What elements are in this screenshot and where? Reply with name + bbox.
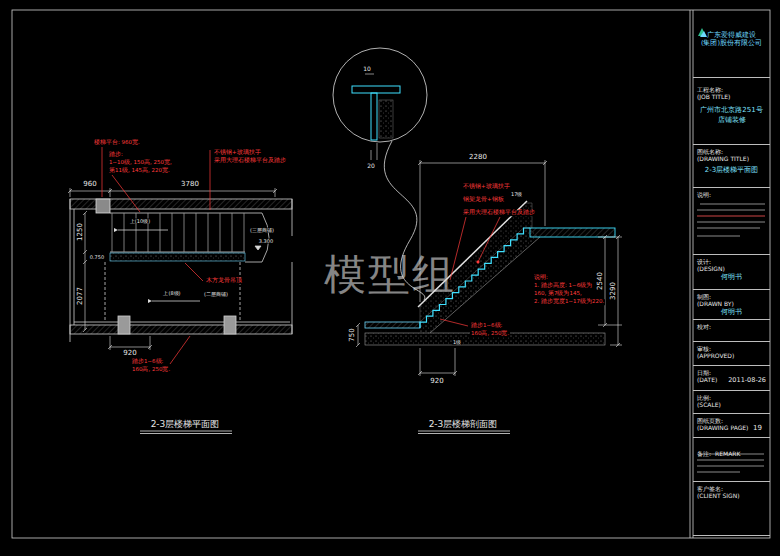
page-cell: 图纸页数:(DRAWING PAGE)19 xyxy=(693,414,770,438)
callout-note: 160, 第7级为145, xyxy=(533,291,583,297)
callout-note: 踏步: xyxy=(108,152,124,158)
callout-note: 踏步1~6级: xyxy=(131,359,164,365)
dimension: 20 xyxy=(366,163,376,169)
dimension: 2540 xyxy=(597,271,604,291)
dimension: 3780 xyxy=(180,181,200,188)
checked-cell: 校对: xyxy=(693,320,770,342)
callout-note: 采用大理石楼梯平台及踏步 xyxy=(213,158,287,164)
job-title-cell: 工程名称:(JOB TITLE) 广州市北京路251号 店铺装修 xyxy=(693,78,770,145)
field-label: 日期: xyxy=(697,369,766,376)
sheet-frame xyxy=(12,10,770,538)
date-cell: 日期:(DATE)2011-08-26 xyxy=(693,366,770,391)
field-value: 2011-08-26 xyxy=(728,377,766,385)
drawn-by-cell: 制图:(DRAWN BY)何明书 xyxy=(693,290,770,320)
fine-print xyxy=(697,204,765,472)
callout-note: 不锈钢+玻璃扶手 xyxy=(213,150,262,156)
dimension: 960 xyxy=(82,181,97,188)
dimension: 10 xyxy=(362,66,372,72)
dimension: 2077 xyxy=(77,286,84,306)
callout-note: 采用大理石楼梯平台及踏步 xyxy=(462,210,536,216)
field-label: 图纸名称: xyxy=(697,148,766,155)
title-underline xyxy=(140,431,510,434)
field-label: 说明: xyxy=(697,191,766,198)
drawing-title: 2-3层楼梯平面图 xyxy=(150,420,221,429)
field-label-en: (JOB TITLE) xyxy=(697,93,766,100)
room-label: (三层商铺) xyxy=(249,228,275,233)
field-label: 比例: xyxy=(697,394,766,401)
field-label-en: (CLIENT SIGN) xyxy=(697,492,766,499)
callout-note: 踏步1~6级: xyxy=(470,323,503,329)
level-mark: 0.750 xyxy=(89,255,105,260)
company-name: 广东爱得威建设 (集团)股份有限公司 xyxy=(697,31,766,48)
field-value: 何明书 xyxy=(697,308,766,316)
field-label: 设计: xyxy=(697,258,766,265)
client-sign-cell: 客户签名:(CLIENT SIGN) xyxy=(693,482,770,536)
dimension: 920 xyxy=(429,378,444,385)
field-label-en: REMARK xyxy=(715,450,740,457)
callout-note: 160高, 250宽. xyxy=(470,331,510,337)
callout-note: 不锈钢+玻璃扶手 xyxy=(462,184,511,190)
direction-label: 上(10级) xyxy=(129,219,151,224)
callout-note: 第11级, 145高, 220宽. xyxy=(108,168,171,174)
field-label: 校对: xyxy=(697,323,766,330)
remark-cell: 备注: REMARK xyxy=(693,438,770,482)
stair-plan xyxy=(70,199,292,342)
dimension: 920 xyxy=(122,350,137,357)
step-count: 1级 xyxy=(452,340,462,345)
field-label: 客户签名: xyxy=(697,485,766,492)
scale-cell: 比例:(SCALE) xyxy=(693,391,770,414)
plan-leaders xyxy=(102,147,210,364)
drawing-title-cell: 图纸名称:(DRAWING TITLE) 2-3层楼梯平面图 xyxy=(693,145,770,188)
callout-note: 2. 踏步宽度1~17级为220. xyxy=(533,299,605,305)
field-value: 广州市北京路251号 店铺装修 xyxy=(697,106,766,126)
dimension: 750 xyxy=(349,327,356,342)
room-label: (二层商铺) xyxy=(203,292,229,297)
direction-label: 上(8级) xyxy=(162,291,181,296)
callout-note: 木方龙骨吊顶 xyxy=(205,278,243,284)
design-cell: 设计:(DESIGN)何明书 xyxy=(693,255,770,290)
dimension: 2280 xyxy=(468,154,488,161)
field-label-en: (DRAWING TITLE) xyxy=(697,155,766,162)
drawing-title: 2-3层楼梯剖面图 xyxy=(428,420,499,429)
approved-cell: 审核:(APPROVED) xyxy=(693,342,770,366)
callout-note: 160高, 250宽. xyxy=(131,367,171,373)
callout-note: 说明: xyxy=(533,275,549,281)
callout-note: 1~10级, 150高, 250宽, xyxy=(108,160,173,166)
company-cell: 广东爱得威建设 (集团)股份有限公司 xyxy=(693,12,770,78)
field-label: 审核: xyxy=(697,345,766,352)
field-value: 何明书 xyxy=(697,273,766,281)
watermark: 模型组 xyxy=(323,254,457,296)
field-label: 备注: xyxy=(697,450,711,457)
field-label-en: (DESIGN) xyxy=(697,265,766,272)
field-label-en: (DRAWN BY) xyxy=(697,300,766,307)
field-label: 图纸页数: xyxy=(697,417,766,424)
field-label-en: (SCALE) xyxy=(697,401,766,408)
stair-section xyxy=(333,48,615,345)
company-logo xyxy=(698,28,707,37)
field-label: 工程名称: xyxy=(697,86,766,93)
level-mark: 3.300 xyxy=(258,239,274,244)
field-label: 制图: xyxy=(697,293,766,300)
callout-note: 1. 踏步高度: 1~6级为 xyxy=(533,283,593,289)
dimension: 1250 xyxy=(77,222,84,242)
field-value: 2-3层楼梯平面图 xyxy=(697,166,766,174)
plan-dimensions xyxy=(68,188,277,350)
step-count: 17级 xyxy=(510,192,523,197)
field-label-en: (APPROVED) xyxy=(697,352,766,359)
notes-cell: 说明: xyxy=(693,188,770,255)
callout-note: 钢架龙骨+钢板 xyxy=(462,197,505,203)
callout-note: 楼梯平台: 960宽. xyxy=(93,140,141,146)
dimension: 3290 xyxy=(610,281,617,301)
field-value: 19 xyxy=(753,424,762,432)
